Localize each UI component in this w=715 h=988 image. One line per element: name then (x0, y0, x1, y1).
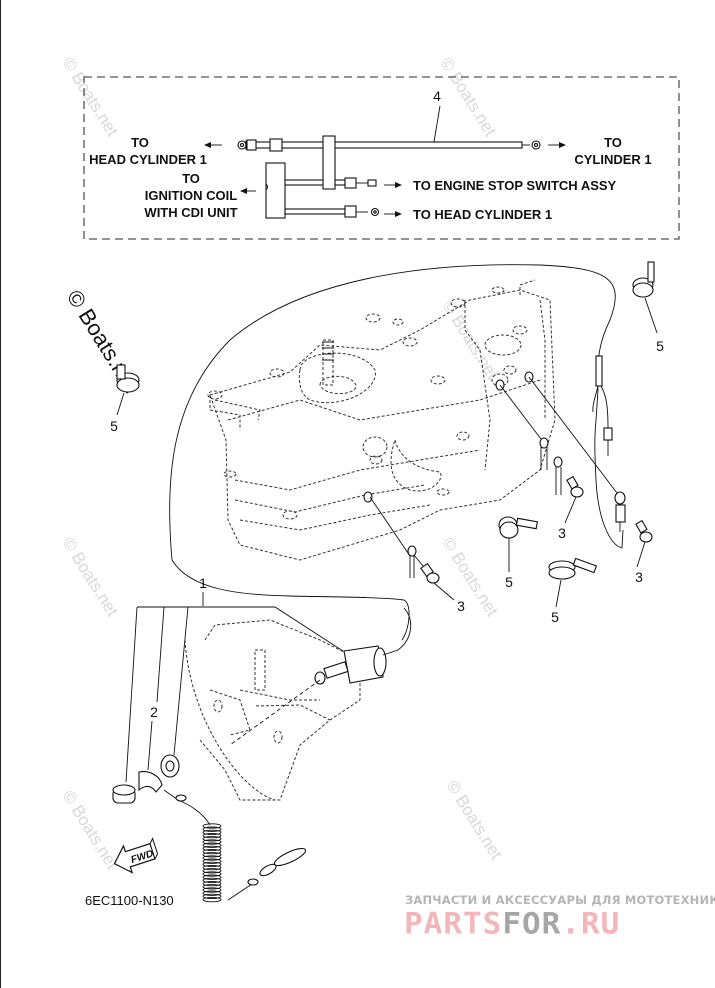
callout-2: 2 (150, 704, 158, 720)
fwd-arrow-icon: FWD (113, 837, 159, 874)
stop-switch-assembly: 1 2 (112, 575, 412, 903)
harness-inset: 4 (83, 76, 680, 240)
connector (344, 177, 357, 189)
inset-frame (83, 76, 680, 240)
brand-tagline: ЗАПЧАСТИ И АКСЕССУАРЫ ДЛЯ МОТОТЕХНИКИ (405, 893, 715, 907)
lanyard-clip (227, 847, 307, 901)
bullet-terminal (603, 427, 613, 441)
bolt-icon (566, 475, 584, 498)
label-engine-stop-switch: TO ENGINE STOP SWITCH ASSY (413, 178, 617, 193)
callout-5: 5 (110, 418, 118, 434)
lock-plate (138, 771, 163, 793)
clamp-icon (116, 364, 140, 393)
label-cylinder: CYLINDER 1 (574, 152, 651, 167)
bullet-terminal (367, 179, 377, 187)
engine-stop-switch (314, 607, 412, 685)
coil-loop (202, 868, 222, 874)
arrow-right-icon (384, 182, 402, 188)
coil-loop (202, 855, 222, 861)
hardware-parts (116, 261, 658, 608)
coil-loop (202, 890, 222, 896)
callout-3: 3 (635, 569, 643, 585)
callout-5: 5 (656, 338, 664, 354)
callout-3: 3 (457, 598, 465, 614)
coil-loop (202, 874, 222, 880)
coil-loop (202, 884, 222, 890)
clamp-icon (632, 261, 655, 298)
brand-logo-ru: .RU (561, 906, 621, 942)
label-to: TO (182, 171, 200, 186)
arrow-right-icon (384, 211, 402, 217)
connector (246, 139, 257, 151)
harness-routing-line (169, 264, 616, 561)
ring-terminal (407, 545, 417, 557)
drawing-code: 6EC1100-N130 (85, 893, 174, 908)
callout-5: 5 (551, 609, 559, 625)
clamp-icon (548, 557, 598, 580)
label-head-cylinder: TO HEAD CYLINDER 1 (413, 207, 552, 222)
coil-loop (202, 826, 222, 832)
image-left-border (0, 0, 1, 988)
brand-logo[interactable]: PARTSFOR.RU (404, 907, 620, 941)
coil-loop (202, 858, 222, 864)
coil-loop (202, 832, 222, 839)
nut-icon (160, 754, 180, 778)
main-cable (254, 141, 523, 149)
label-head-cylinder: HEAD CYLINDER 1 (89, 152, 207, 167)
cap-icon (112, 784, 136, 804)
arrow-right-icon (548, 142, 566, 148)
arrow-left-icon (204, 142, 222, 148)
coil-loop (202, 893, 222, 900)
watermark: © Boats.net (443, 777, 506, 863)
coil-loop (202, 896, 222, 903)
watermark: © Boats.net (439, 534, 502, 620)
bolt-icon (420, 562, 440, 584)
coil-loop (202, 839, 222, 845)
coil-loop (202, 861, 222, 868)
clamp-icon (498, 516, 539, 539)
coil-loop (202, 887, 222, 893)
label-to: TO (131, 135, 149, 150)
coil-loop (202, 829, 222, 836)
coil-cord (202, 823, 222, 903)
ring-terminal (614, 491, 626, 505)
callout-4: 4 (433, 88, 441, 104)
coil-loop (202, 864, 222, 871)
sleeve (269, 138, 283, 152)
callout-1: 1 (199, 575, 207, 591)
watermark: © Boats.net (59, 534, 122, 620)
watermark: © Boats.net (437, 54, 500, 140)
callout-5: 5 (505, 574, 513, 590)
label-ignition-coil: IGNITION COIL (145, 188, 238, 203)
bolt-icon (635, 519, 653, 543)
ring-terminal (553, 456, 563, 468)
coil-loop (202, 871, 222, 877)
coil-loop (202, 823, 222, 829)
coil-loop (202, 852, 222, 858)
coil-loop (202, 842, 222, 848)
coil-loop (202, 848, 222, 855)
bracket-outline (199, 619, 361, 801)
watermark: © Boats.net (59, 54, 122, 140)
coil-loop (202, 845, 222, 852)
label-to: TO (604, 135, 622, 150)
coil-loop (202, 877, 222, 884)
coil-loop (202, 880, 222, 887)
harness-clamp (322, 135, 336, 190)
watermark: © Boats.net (59, 787, 122, 873)
coil-loop (202, 836, 222, 842)
watermark: © Boats.net (439, 297, 502, 383)
brand-logo-parts: PARTS (404, 906, 503, 942)
ring-terminal (539, 437, 549, 449)
leader-line (433, 105, 441, 143)
brand-logo-for: FOR (502, 906, 562, 942)
ring-terminal (363, 491, 373, 503)
label-cdi-unit: WITH CDI UNIT (144, 205, 237, 220)
connector (344, 205, 357, 218)
engine-block (169, 264, 616, 641)
callout-3: 3 (558, 525, 566, 541)
ignition-connector (265, 162, 286, 219)
arrow-left-icon (240, 188, 256, 194)
